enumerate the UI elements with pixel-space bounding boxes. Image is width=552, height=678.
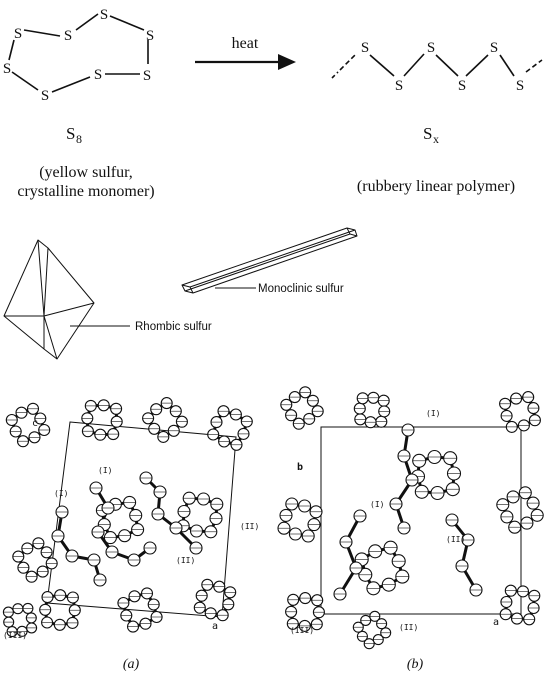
panel-b-label-II-right: (II)	[446, 535, 465, 544]
panel-b-axis-a: a	[493, 617, 499, 628]
polymer-description: (rubbery linear polymer)	[357, 178, 515, 195]
heat-label: heat	[232, 35, 259, 52]
panel-a-axis-a: a	[212, 621, 218, 632]
sx-atom-5: S	[490, 40, 498, 56]
panel-b-label-II-bottom: (II)	[399, 623, 418, 632]
sx-atom-1: S	[361, 40, 369, 56]
panel-a-atoms	[2, 397, 253, 638]
panel-a-label-III: (III)	[3, 631, 27, 640]
heat-arrow: heat	[195, 35, 296, 70]
sx-atom-6: S	[516, 78, 524, 94]
s8-formula: S	[66, 124, 75, 143]
panel-a-label-II-right: (II)	[240, 522, 259, 531]
sx-formula-subscript: x	[433, 132, 439, 146]
rhombic-sulfur-label: Rhombic sulfur	[135, 321, 212, 333]
sx-polymer-chain: S S S S S S S x (rubbery linear polymer)	[331, 40, 543, 195]
panel-b-label-III: (III)	[290, 626, 314, 635]
panel-a-axis-c: c	[32, 418, 38, 429]
s8-atom-4: S	[146, 28, 154, 44]
panel-a-label-I-top: (I)	[98, 466, 112, 475]
sx-atom-3: S	[427, 40, 435, 56]
panel-a-label-II-mid: (II)	[176, 556, 195, 565]
s8-ring-diagram: S S S S S S S S S 8 (yellow sulfur, crys…	[3, 7, 155, 200]
s8-atom-3: S	[100, 7, 108, 23]
s8-atom-8: S	[3, 61, 11, 77]
rhombic-crystal-drawing	[3, 239, 130, 360]
panel-b-label-I-mid: (I)	[370, 500, 384, 509]
s8-atom-2: S	[64, 28, 72, 44]
panel-b-atoms	[277, 386, 544, 650]
s8-formula-subscript: 8	[76, 132, 82, 146]
sx-formula: S	[423, 124, 432, 143]
panel-a-crystal-structure: c a (I) (I) (II) (II) (III) (a)	[2, 397, 259, 672]
panel-b-crystal-structure: b a (I) (I) (II) (II) (III) (b)	[277, 386, 544, 672]
s8-atom-7: S	[41, 88, 49, 104]
panel-b-label-I-top: (I)	[426, 409, 440, 418]
panel-a-label-I-left: (I)	[54, 489, 68, 498]
monomer-description-line-1: (yellow sulfur,	[39, 164, 133, 181]
sx-atom-2: S	[395, 78, 403, 94]
monoclinic-crystal-drawing	[181, 227, 358, 294]
sx-atom-4: S	[458, 78, 466, 94]
panel-b-caption: (b)	[407, 657, 424, 672]
s8-atom-5: S	[143, 68, 151, 84]
s8-atom-6: S	[94, 67, 102, 83]
monoclinic-sulfur-label: Monoclinic sulfur	[258, 283, 344, 295]
panel-a-caption: (a)	[123, 657, 140, 672]
panel-b-axis-b: b	[297, 462, 303, 473]
monomer-description-line-2: crystalline monomer)	[17, 183, 154, 200]
s8-atom-1: S	[14, 26, 22, 42]
